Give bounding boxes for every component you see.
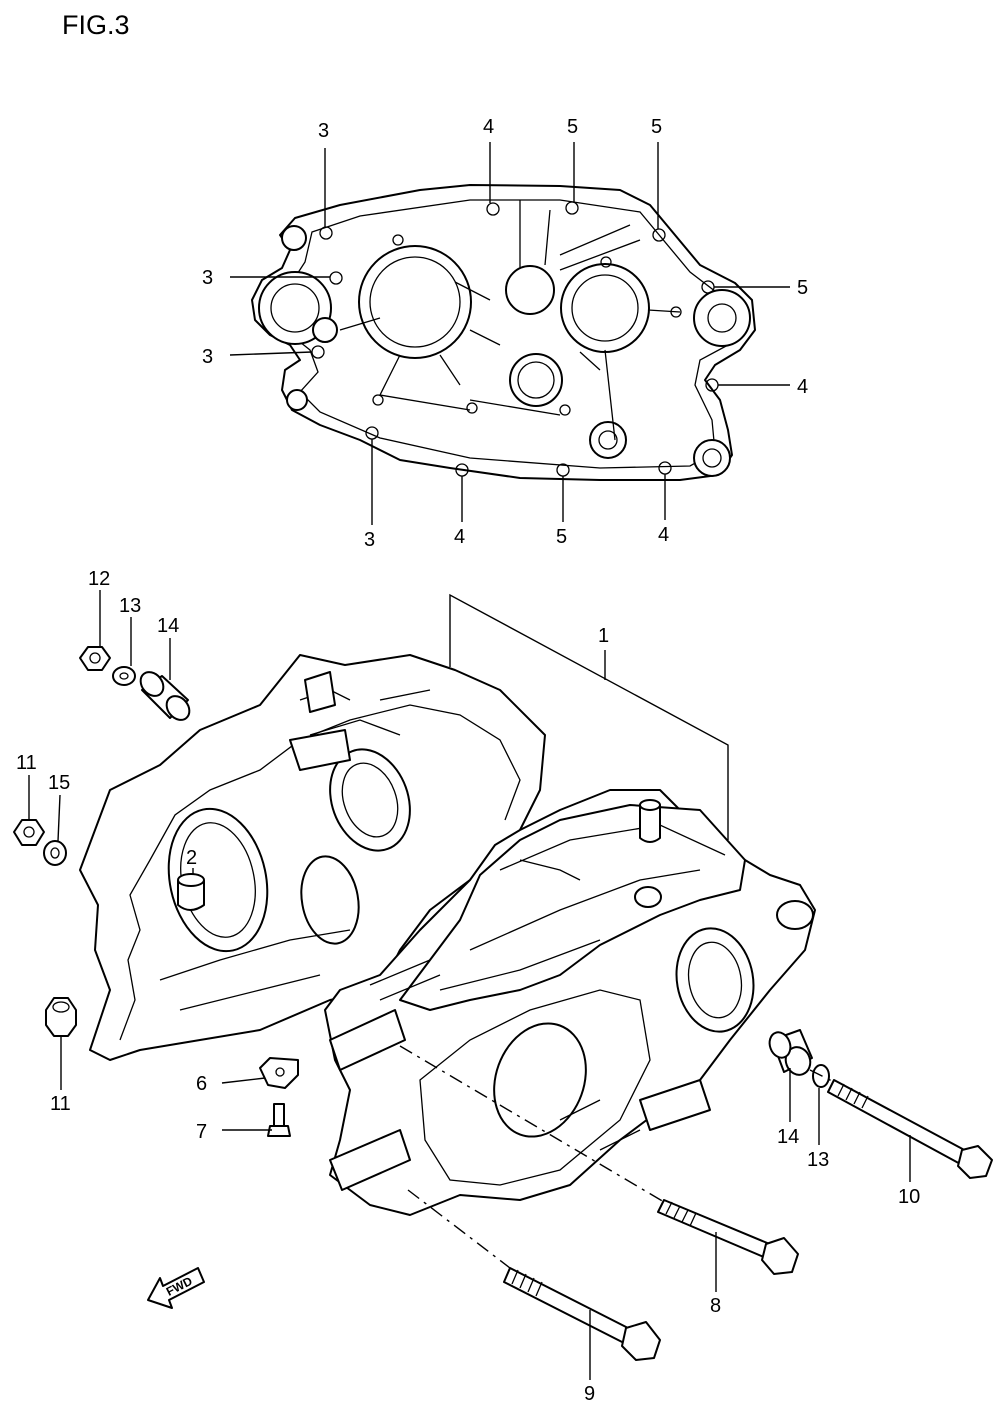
callout-8: 8 <box>710 1295 721 1317</box>
callout-5-top-a: 5 <box>567 116 578 138</box>
callout-11-left: 11 <box>16 752 37 774</box>
callout-9: 9 <box>584 1383 595 1405</box>
callout-14-top: 14 <box>157 615 179 637</box>
dowel-pin-2 <box>177 873 205 911</box>
callout-14-right: 14 <box>777 1126 799 1148</box>
callout-13-right: 13 <box>807 1149 829 1171</box>
callout-7: 7 <box>196 1121 207 1143</box>
nut-11-lower <box>45 997 77 1037</box>
callout-4-bottom-b: 4 <box>658 524 669 546</box>
plate-6 <box>259 1057 299 1089</box>
bolt-8 <box>657 1199 799 1275</box>
callout-5-right: 5 <box>797 277 808 299</box>
bolt-10 <box>827 1079 993 1179</box>
callout-6: 6 <box>196 1073 207 1095</box>
lower-leader-lines <box>28 590 911 1380</box>
small-parts <box>13 646 993 1361</box>
callout-15: 15 <box>48 772 70 794</box>
callout-5-bottom: 5 <box>556 526 567 548</box>
figure-title: FIG.3 <box>62 10 130 40</box>
nut-12 <box>79 646 111 671</box>
bolt-9 <box>503 1267 661 1361</box>
callout-4-top: 4 <box>483 116 494 138</box>
washer-15 <box>43 840 67 866</box>
callout-12: 12 <box>88 568 110 590</box>
callout-2: 2 <box>186 847 197 869</box>
bushing-14-top <box>139 671 191 721</box>
callout-3-bottom: 3 <box>364 529 375 551</box>
callout-3-top: 3 <box>318 120 329 142</box>
callout-1: 1 <box>598 625 609 647</box>
callout-11-lower: 11 <box>50 1093 71 1115</box>
bolt-7 <box>267 1103 291 1137</box>
washer-13-top <box>112 666 136 686</box>
callout-3-left-a: 3 <box>202 267 213 289</box>
callout-4-bottom-a: 4 <box>454 526 465 548</box>
bushing-14-right <box>768 1029 813 1076</box>
callout-5-top-b: 5 <box>651 116 662 138</box>
callout-13-top: 13 <box>119 595 141 617</box>
crankcase-gasket <box>229 142 790 525</box>
callout-4-right: 4 <box>797 376 808 398</box>
nut-11-left <box>13 819 45 846</box>
callout-10: 10 <box>898 1186 920 1208</box>
fwd-arrow-icon: FWD <box>147 1267 205 1309</box>
crankcase-assembly <box>79 593 816 1216</box>
callout-3-left-b: 3 <box>202 346 213 368</box>
